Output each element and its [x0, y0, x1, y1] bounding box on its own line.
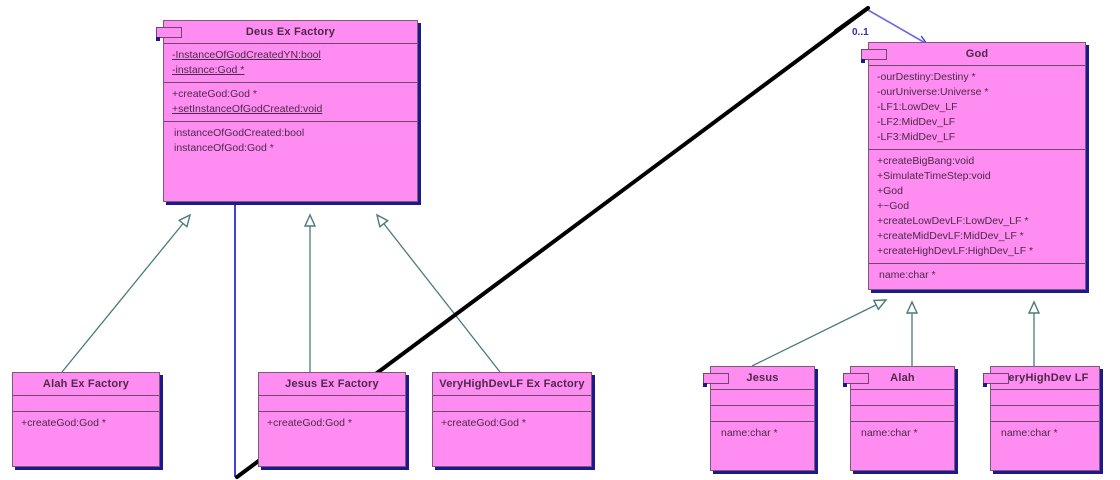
member-row: name:char * [879, 269, 936, 281]
member-row: -ourUniverse:Universe * [877, 86, 989, 98]
attributes-compartment [851, 389, 954, 405]
member-row: +createBigBang:void [877, 155, 975, 167]
class-tab-icon [843, 373, 869, 387]
member-row: -LF1:LowDev_LF [877, 101, 958, 113]
operations-compartment: +createGod:God * [433, 411, 591, 435]
attributes-compartment: -InstanceOfGodCreatedYN:bool -instance:G… [164, 43, 417, 82]
member-row: +setInstanceOfGodCreated:void [172, 103, 323, 115]
member-row: name:char * [721, 427, 778, 439]
class-tab-icon [156, 27, 182, 41]
member-row: +createMidDevLF:MidDev_LF * [877, 230, 1024, 242]
class-alah-ex-factory[interactable]: Alah Ex Factory +createGod:God * [12, 372, 160, 467]
class-tab-icon [703, 373, 729, 387]
member-row: +createGod:God * [172, 88, 257, 100]
operations-compartment [851, 405, 954, 421]
member-row: instanceOfGod:God * [174, 142, 274, 154]
operations-compartment: +createGod:God * +setInstanceOfGodCreate… [164, 82, 417, 121]
member-row: +createGod:God * [441, 417, 526, 429]
member-row: +God [877, 185, 903, 197]
class-jesus[interactable]: Jesus name:char * [703, 366, 815, 471]
class-name-alah: Alah [890, 372, 915, 384]
member-row: +createGod:God * [267, 417, 352, 429]
operations-compartment [711, 405, 814, 421]
operations-compartment: +createGod:God * [259, 411, 405, 435]
extra-compartment: name:char * [851, 421, 954, 445]
class-tab-icon [983, 373, 1009, 387]
class-name-jesus-ex-factory: Jesus Ex Factory [285, 378, 379, 390]
class-tab-icon [861, 49, 887, 63]
attributes-compartment [433, 395, 591, 411]
class-name-alah-ex-factory: Alah Ex Factory [42, 378, 130, 390]
class-veryhighdev-lf[interactable]: VeryHighDev LF name:char * [983, 366, 1100, 471]
member-row: -ourDestiny:Destiny * [877, 71, 976, 83]
attributes-compartment [13, 395, 159, 411]
member-row: -InstanceOfGodCreatedYN:bool [172, 49, 321, 61]
member-row: +SimulateTimeStep:void [877, 170, 991, 182]
attributes-compartment [991, 389, 1099, 405]
class-name-veryhighdev-lf: VeryHighDev LF [1001, 372, 1089, 384]
member-row: -LF2:MidDev_LF [877, 116, 956, 128]
extra-compartment: name:char * [869, 263, 1085, 287]
extra-compartment: name:char * [711, 421, 814, 445]
class-name-jesus: Jesus [746, 372, 779, 384]
attributes-compartment: -ourDestiny:Destiny * -ourUniverse:Unive… [869, 65, 1085, 149]
member-row: instanceOfGodCreated:bool [174, 127, 305, 139]
class-god[interactable]: God -ourDestiny:Destiny * -ourUniverse:U… [861, 42, 1086, 290]
member-row: +~God [877, 200, 910, 212]
class-veryhighdevlf-ex-factory[interactable]: VeryHighDevLF Ex Factory +createGod:God … [432, 372, 592, 467]
operations-compartment: +createGod:God * [13, 411, 159, 435]
attributes-compartment [711, 389, 814, 405]
multiplicity-label-0-1: 0..1 [852, 27, 869, 38]
member-row: +createGod:God * [21, 417, 106, 429]
member-row: +createLowDevLF:LowDev_LF * [877, 215, 1029, 227]
attributes-compartment [259, 395, 405, 411]
class-deus-ex-factory[interactable]: Deus Ex Factory -InstanceOfGodCreatedYN:… [156, 20, 418, 202]
class-name-deus-ex-factory: Deus Ex Factory [245, 26, 336, 38]
class-name-god: God [965, 48, 989, 60]
operations-compartment: +createBigBang:void +SimulateTimeStep:vo… [869, 149, 1085, 263]
generalization-veryhighdevlf-factory [377, 215, 501, 373]
member-row: -instance:God * [172, 64, 245, 76]
member-row: -LF3:MidDev_LF [877, 131, 956, 143]
operations-compartment [991, 405, 1099, 421]
member-row: name:char * [1001, 427, 1058, 439]
generalization-alah-factory [61, 215, 190, 373]
extra-compartment: instanceOfGodCreated:bool instanceOfGod:… [164, 121, 417, 160]
class-name-veryhighdevlf-ex-factory: VeryHighDevLF Ex Factory [439, 378, 585, 390]
class-jesus-ex-factory[interactable]: Jesus Ex Factory +createGod:God * [258, 372, 406, 467]
member-row: +createHighDevLF:HighDev_LF * [877, 245, 1034, 257]
class-alah[interactable]: Alah name:char * [843, 366, 955, 471]
association-arrow-to-god [867, 9, 929, 45]
extra-compartment: name:char * [991, 421, 1099, 445]
generalization-jesus [751, 300, 886, 367]
member-row: name:char * [861, 427, 918, 439]
